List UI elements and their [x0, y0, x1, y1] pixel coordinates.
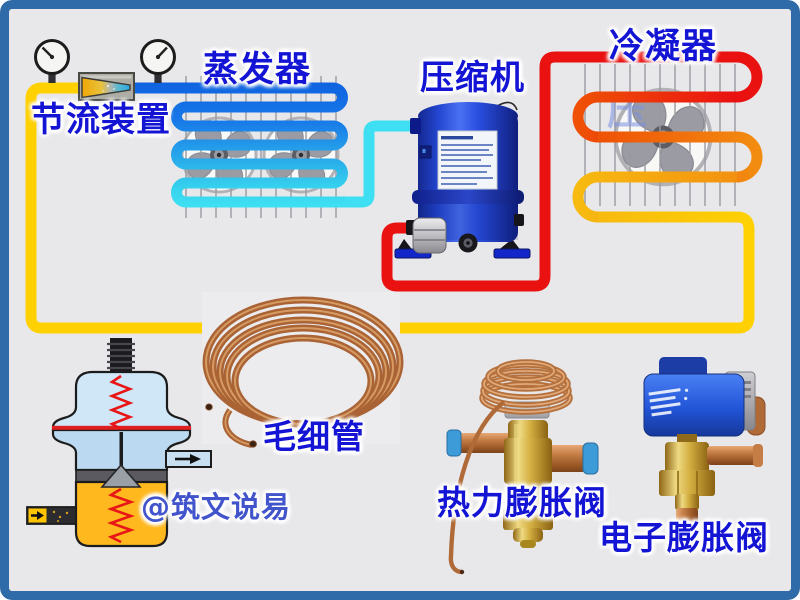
pressure-gauge-right: [140, 39, 176, 85]
discharge-line-red: [381, 51, 763, 292]
thermal-expansion-valve-photo: [446, 359, 599, 575]
label-compressor: 压缩机: [420, 58, 525, 98]
valve-outlet-stub: [165, 450, 212, 468]
flow-arrow-icon: [37, 511, 44, 520]
throttle-device: [78, 72, 135, 101]
flow-arrow-icon: [190, 454, 201, 464]
label-thermal-expansion-valve: 热力膨胀阀: [437, 483, 607, 522]
throttle-funnel: [81, 76, 131, 99]
capillary-tube-photo: [202, 292, 404, 448]
valve-inlet-stub: [26, 506, 77, 525]
refrigerant-piping: [25, 51, 763, 334]
compressor-accumulator: [412, 217, 447, 254]
label-throttle-device: 节流装置: [31, 100, 171, 140]
thermal-bulb-coil: [479, 359, 573, 415]
suction-line-cyan: [345, 120, 419, 208]
compressor-unit: [394, 101, 531, 259]
expansion-valve-diagram: [26, 338, 212, 548]
electronic-expansion-valve-photo: [643, 357, 766, 528]
valve-lower-spring: [107, 487, 135, 544]
valve-upper-spring: [108, 374, 134, 431]
condenser-coil-pass5: [598, 211, 755, 240]
condenser-coil-pass3: [598, 131, 763, 183]
gauge-needle: [41, 46, 53, 58]
condenser-coil-pass4: [572, 171, 737, 223]
label-electronic-expansion-valve: 电子膨胀阀: [599, 518, 769, 557]
watermark: @筑文说易: [141, 490, 292, 524]
evaporator-coil: [124, 82, 349, 208]
gauge-needle: [157, 46, 168, 58]
solenoid-label-marks: [648, 388, 689, 417]
pressure-gauge-left: [34, 39, 70, 85]
label-evaporator: 蒸发器: [203, 50, 312, 90]
valve-cone: [100, 463, 142, 488]
condenser-coil-pass2: [572, 91, 737, 143]
label-capillary: 毛细管: [263, 417, 365, 456]
thermal-capillary-line: [448, 400, 506, 575]
liquid-line-yellow: [25, 82, 755, 334]
label-condenser: 冷凝器: [609, 27, 718, 67]
compressor-nameplate: [437, 130, 498, 190]
